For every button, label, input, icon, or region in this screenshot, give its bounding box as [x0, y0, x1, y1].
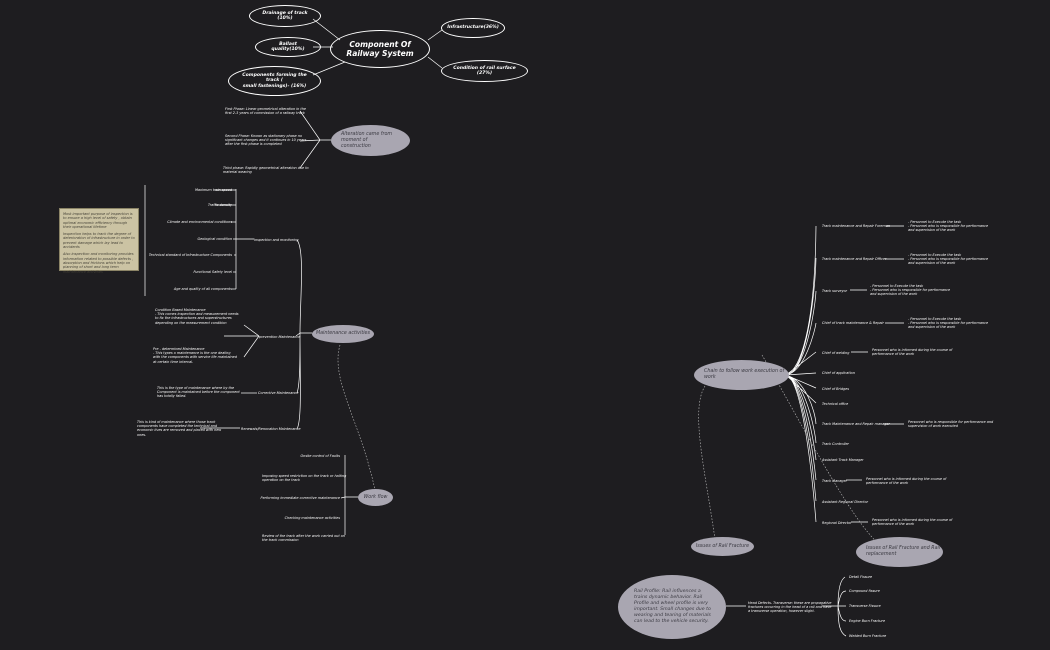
- topic-drainage[interactable]: Drainage of track (10%): [249, 5, 321, 27]
- fissure-detail: Detail Fissure: [849, 575, 873, 579]
- topic-rail-fracture-label: Issues of Rail Fracture: [695, 543, 750, 549]
- topic-ballast-label: Ballast quality(10%): [271, 41, 305, 52]
- topic-maintenance-label: Maintenance activities: [315, 331, 371, 336]
- inspection-item-max-speed: Maximum train speed: [195, 188, 232, 192]
- topic-chain-of-work[interactable]: Chain to follow work execution of work: [694, 360, 789, 390]
- inspection-monitoring-label[interactable]: Inspection and monitoring: [254, 238, 299, 242]
- topic-work-flow-label: Work flow: [363, 494, 388, 500]
- role-chief-desc: - Personnel to Execute the task - Person…: [908, 317, 989, 330]
- alteration-phase-1: First Phase: Linear geometrical alterati…: [225, 107, 306, 116]
- fissure-compound: Compound fissure: [849, 589, 880, 593]
- topic-maintenance-activities[interactable]: Maintenance activities: [312, 325, 374, 343]
- topic-work-flow[interactable]: Work flow: [358, 489, 393, 506]
- role-welding-desc: Personnel who is informed during the cou…: [872, 348, 953, 357]
- topic-rail-fracture[interactable]: Issues of Rail Fracture: [691, 537, 754, 556]
- topic-rail-replacement-label: Issues of Rail Fracture and Rail replace…: [866, 546, 941, 557]
- renewal-maintenance-label[interactable]: Renewals/Renovation Maintenance: [241, 427, 301, 431]
- workflow-item-onsite-control: Onsite control of Faults: [300, 454, 341, 458]
- inspection-item-age-quality: Age and quality of all components: [173, 287, 232, 291]
- inspection-item-climate: Climate and environmental conditions: [167, 220, 232, 224]
- role-chief-welding[interactable]: Chief of welding: [822, 351, 850, 355]
- topic-rail-profile[interactable]: Rail Profile: Rail influences a trains d…: [618, 575, 726, 639]
- topic-alteration-label: Alteration came from moment of construct…: [341, 131, 393, 149]
- prevention-maintenance-label[interactable]: prevention Maintenance: [259, 335, 301, 339]
- topic-rail-replacement[interactable]: Issues of Rail Fracture and Rail replace…: [856, 537, 943, 567]
- role-track-manager-desc: Personnel who is informed during the cou…: [866, 477, 947, 486]
- workflow-item-corrective: Performing immediate corrective maintena…: [260, 496, 340, 500]
- inspection-purpose-note[interactable]: Most important purpose of inspection is …: [59, 208, 139, 274]
- topic-rail-profile-label: Rail Profile: Rail influences a trains d…: [634, 589, 711, 624]
- renewal-maintenance-desc: This is kind of maintenance where those …: [137, 420, 222, 437]
- role-foreman-desc: - Personnel to Execute the task - Person…: [908, 220, 989, 233]
- topic-rail-surface-label: Condition of rail surface (27%): [453, 65, 516, 76]
- role-officer-desc: - Personnel to Execute the task - Person…: [908, 253, 989, 266]
- role-regional-director[interactable]: Regional Director: [822, 521, 852, 525]
- role-manager-desc: Personnel who is responsible for perform…: [908, 420, 994, 429]
- topic-infrastructure-label: Infrastructure(36%): [447, 25, 499, 31]
- topic-drainage-label: Drainage of track (10%): [262, 10, 308, 21]
- role-surveyor[interactable]: Track surveyor: [822, 289, 848, 293]
- role-chief-bridges[interactable]: Chief of Bridges: [822, 387, 849, 391]
- central-topic-railway-system[interactable]: Component Of Railway System: [330, 30, 430, 68]
- central-topic-label: Component Of Railway System: [346, 39, 414, 59]
- head-defects-transverse[interactable]: Head Defects- Transverse: these are prop…: [748, 601, 832, 614]
- note-paragraph-2: Inspection helps to track the degree of …: [63, 232, 135, 250]
- predetermined-maintenance-desc: Pre - determined Maintenance - This type…: [153, 347, 237, 364]
- topic-ballast-quality[interactable]: Ballast quality(10%): [255, 37, 321, 57]
- inspection-item-traffic-density: Traffic density: [207, 203, 232, 207]
- topic-alteration[interactable]: Alteration came from moment of construct…: [331, 125, 410, 156]
- topic-rail-surface[interactable]: Condition of rail surface (27%): [441, 60, 528, 82]
- topic-infrastructure[interactable]: Infrastructure(36%): [441, 18, 505, 38]
- condition-based-maintenance-desc: Condition Based Maintenance - This comes…: [155, 308, 239, 325]
- topic-chain-label: Chain to follow work execution of work: [704, 369, 785, 380]
- role-chief-application[interactable]: Chief of application: [822, 371, 855, 375]
- role-track-controller[interactable]: Track Controller: [822, 442, 849, 446]
- workflow-item-review: Review of the track after the work carri…: [262, 534, 345, 543]
- inspection-item-geological: Geological condition: [197, 237, 232, 241]
- role-assistant-track-manager[interactable]: Assistant Track Manager: [822, 458, 864, 462]
- role-maintenance-manager[interactable]: Track Maintenance and Repair manager: [822, 422, 890, 426]
- inspection-item-safety-level: Functional Safety level: [193, 270, 232, 274]
- alteration-phase-2: Second Phase: Known as stationary phase …: [225, 134, 307, 147]
- inspection-item-technical-standard: Technical standard of Infrastructure Com…: [148, 253, 232, 257]
- topic-components-label: Components forming the track ( small fas…: [242, 72, 307, 89]
- topic-track-components[interactable]: Components forming the track ( small fas…: [228, 66, 321, 96]
- role-director-desc: Personnel who is informed during the cou…: [872, 518, 953, 527]
- corrective-maintenance-label[interactable]: Corrective Maintenance: [258, 391, 299, 395]
- alteration-phase-3: Third phase: Rapidly geometrical alterat…: [223, 166, 309, 175]
- role-assistant-regional-director[interactable]: Assistant Regional Director: [822, 500, 869, 504]
- fissure-engine-burn: Engine Burn Fracture: [849, 619, 886, 623]
- role-chief-track-maintenance[interactable]: Chief of track maintenance & Repair: [822, 321, 884, 325]
- role-foreman[interactable]: Track maintenance and Repair Foreman: [822, 224, 891, 228]
- role-officer[interactable]: Track maintenance and Repair Officer: [822, 257, 887, 261]
- workflow-item-checking: Checking maintenance activities: [284, 516, 340, 520]
- note-paragraph-1: Most important purpose of inspection is …: [63, 212, 133, 229]
- fissure-welded-burn: Welded Burn Fracture: [849, 634, 887, 638]
- note-paragraph-3: Also inspection and monitoring provides …: [63, 252, 134, 274]
- workflow-item-speed-restriction: Imposing speed restriction on the track …: [262, 474, 347, 483]
- role-technical-office[interactable]: Technical office: [822, 402, 849, 406]
- role-surveyor-desc: - Personnel to Execute the task - Person…: [870, 284, 951, 297]
- corrective-maintenance-desc: This is the type of maintenance where by…: [157, 386, 240, 399]
- fissure-transverse: Transverse Fissure: [849, 604, 881, 608]
- role-track-manager[interactable]: Track Manager: [822, 479, 848, 483]
